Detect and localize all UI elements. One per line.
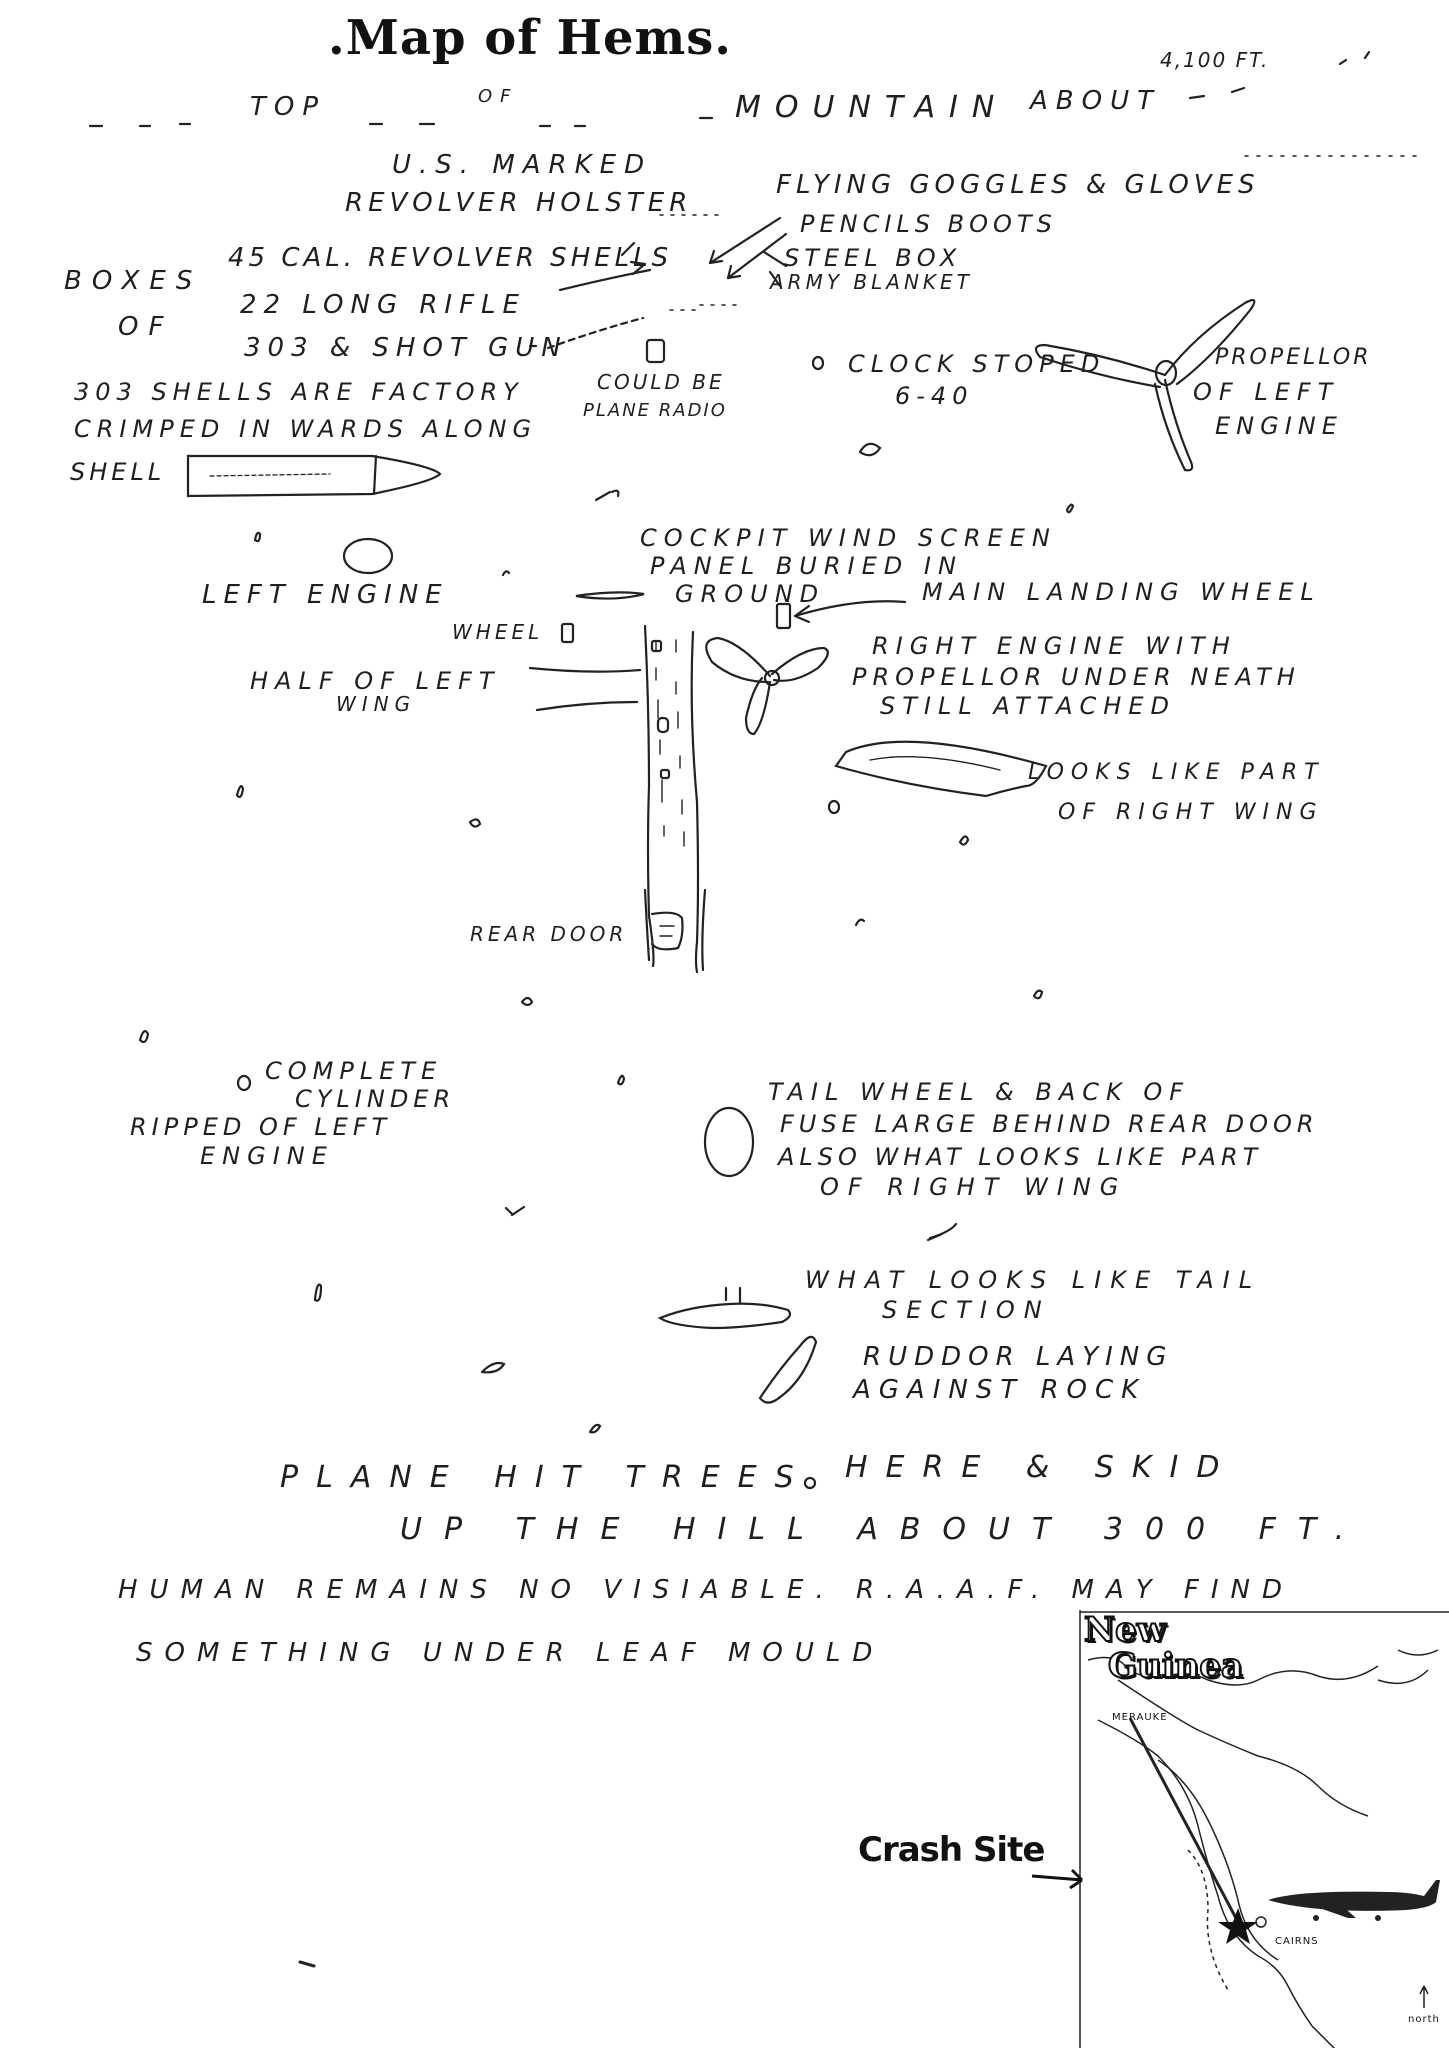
- note-line4: SOMETHING UNDER LEAF MOULD: [136, 1638, 885, 1668]
- inset-merauke: MERAUKE: [1112, 1712, 1168, 1723]
- label-revolver-shells: 45 CAL. REVOLVER SHELLS: [228, 243, 673, 273]
- label-revolver-holster: REVOLVER HOLSTER: [345, 188, 693, 218]
- label-wheel: WHEEL: [452, 620, 544, 644]
- label-rudder-2: AGAINST ROCK: [853, 1375, 1147, 1405]
- page-title: .Map of Hems.: [328, 10, 733, 66]
- note-line2: UP THE HILL ABOUT 300 FT.: [400, 1512, 1367, 1547]
- crash-star-icon: [1218, 1908, 1258, 1944]
- label-cylinder-3: RIPPED OF LEFT: [130, 1113, 392, 1141]
- header-altitude: 4,100 FT.: [1160, 48, 1270, 72]
- label-army-blanket: ARMY BLANKET: [770, 270, 973, 294]
- label-tail-section-2: SECTION: [882, 1296, 1051, 1324]
- label-boxes: BOXES: [64, 266, 203, 296]
- label-right-wing-1: LOOKS LIKE PART: [1028, 760, 1325, 785]
- crash-site-label: Crash Site: [858, 1830, 1045, 1870]
- label-half-wing-2: WING: [336, 692, 417, 716]
- label-shotgun: 303 & SHOT GUN: [244, 333, 568, 363]
- label-flying-goggles: FLYING GOGGLES & GLOVES: [776, 170, 1260, 200]
- header-mountain: MOUNTAIN: [735, 90, 1009, 125]
- label-prop-3: ENGINE: [1215, 412, 1343, 440]
- label-tail-wheel-1: TAIL WHEEL & BACK OF: [768, 1078, 1191, 1106]
- label-main-wheel: MAIN LANDING WHEEL: [922, 578, 1321, 606]
- label-cockpit-3: GROUND: [675, 580, 826, 608]
- label-right-engine-3: STILL ATTACHED: [880, 692, 1176, 720]
- label-cylinder-1: COMPLETE: [265, 1057, 443, 1085]
- label-steel-box: STEEL BOX: [784, 244, 962, 272]
- label-cylinder-4: ENGINE: [200, 1142, 334, 1170]
- inset-title-guinea: Guinea: [1107, 1645, 1244, 1687]
- label-clock-2: 6-40: [895, 382, 974, 410]
- inset-title-new: New: [1083, 1610, 1167, 1651]
- label-boxes-of: OF: [118, 312, 174, 342]
- label-radio-2: PLANE RADIO: [583, 400, 727, 421]
- north-arrow-icon: [1419, 1985, 1429, 2008]
- crash-site-arrow-icon: [1031, 1868, 1084, 1890]
- note-line3: HUMAN REMAINS NO VISIABLE. R.A.A.F. MAY …: [118, 1575, 1294, 1605]
- label-prop-1: PROPELLOR: [1215, 345, 1372, 370]
- header-top: TOP: [250, 92, 327, 122]
- label-us-marked: U.S. MARKED: [392, 150, 653, 180]
- note-line1-a: PLANE HIT TREES: [280, 1460, 812, 1495]
- inset-map: New Guinea MERAUKE CAIRNS north: [1078, 1610, 1449, 2048]
- inset-north: north: [1408, 2014, 1440, 2025]
- label-pencils-boots: PENCILS BOOTS: [800, 210, 1057, 238]
- label-half-wing-1: HALF OF LEFT: [250, 667, 501, 695]
- label-tail-wheel-2: FUSE LARGE BEHIND REAR DOOR: [780, 1110, 1319, 1138]
- label-factory-2: CRIMPED IN WARDS ALONG: [74, 415, 538, 443]
- label-cockpit-1: COCKPIT WIND SCREEN: [640, 524, 1057, 552]
- label-left-engine: LEFT ENGINE: [202, 580, 449, 610]
- label-factory-1: 303 SHELLS ARE FACTORY: [74, 378, 524, 406]
- label-factory-3: SHELL: [70, 458, 166, 486]
- label-tail-wheel-3: ALSO WHAT LOOKS LIKE PART: [778, 1143, 1263, 1171]
- cairns-marker-icon: [1255, 1916, 1267, 1928]
- label-radio-1: COULD BE: [597, 370, 725, 394]
- label-rear-door: REAR DOOR: [470, 922, 628, 946]
- label-prop-2: OF LEFT: [1193, 378, 1340, 406]
- header-of: OF: [478, 86, 519, 107]
- new-guinea-map: [1078, 1610, 1449, 2048]
- label-long-rifle: 22 LONG RIFLE: [240, 290, 526, 320]
- label-cockpit-2: PANEL BURIED IN: [650, 552, 963, 580]
- label-right-engine-2: PROPELLOR UNDER NEATH: [852, 663, 1301, 691]
- label-tail-wheel-4: OF RIGHT WING: [820, 1173, 1128, 1201]
- airplane-icon: [1268, 1880, 1440, 1921]
- label-rudder-1: RUDDOR LAYING: [863, 1342, 1174, 1372]
- note-line1-b: HERE & SKID: [845, 1450, 1238, 1485]
- label-right-wing-2: OF RIGHT WING: [1058, 800, 1324, 825]
- label-tail-section-1: WHAT LOOKS LIKE TAIL: [805, 1266, 1262, 1294]
- label-cylinder-2: CYLINDER: [295, 1085, 456, 1113]
- label-clock-1: CLOCK STOPED: [848, 350, 1106, 378]
- inset-cairns: CAIRNS: [1275, 1936, 1319, 1947]
- header-about: ABOUT: [1030, 86, 1161, 116]
- label-right-engine-1: RIGHT ENGINE WITH: [872, 632, 1237, 660]
